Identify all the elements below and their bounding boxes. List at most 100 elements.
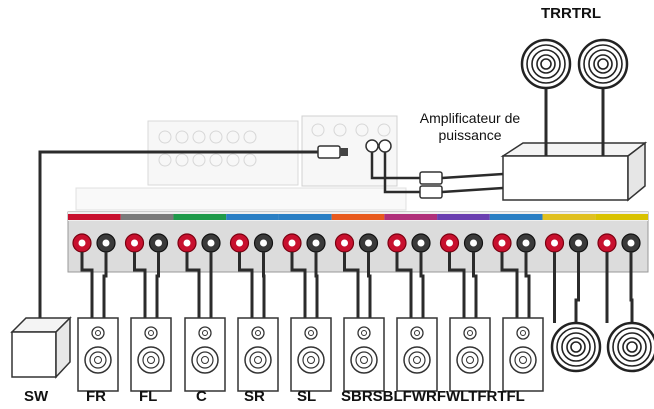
- terminal-hole: [236, 239, 243, 247]
- top-speaker-label: TRRTRL: [541, 5, 601, 22]
- speaker-ring: [626, 341, 638, 353]
- amplifier-label-line2: puissance: [438, 127, 502, 143]
- speaker-wire: [367, 252, 372, 318]
- woofer-center: [254, 356, 262, 364]
- tweeter-center: [467, 330, 473, 336]
- tweeter-center: [148, 330, 154, 336]
- label-fl: FL: [139, 388, 158, 405]
- terminal-hole: [603, 239, 611, 247]
- speaker: [502, 317, 544, 392]
- speaker-wire: [500, 252, 519, 318]
- ceiling-speaker: [520, 38, 572, 90]
- speaker-wire: [133, 252, 147, 318]
- terminal-hole: [393, 239, 401, 247]
- terminal-group-color-band: [384, 214, 438, 220]
- speaker-wire: [419, 252, 425, 318]
- speaker-ring: [540, 58, 552, 70]
- label-fr: FR: [86, 388, 106, 405]
- terminal-hole: [627, 239, 635, 247]
- speaker-wire: [80, 252, 94, 318]
- terminal-group-color-band: [226, 214, 279, 220]
- terminal-hole: [522, 239, 530, 247]
- ceiling-speaker: [550, 321, 602, 373]
- tweeter-center: [95, 330, 101, 336]
- woofer-center: [307, 356, 315, 364]
- terminal-hole: [446, 239, 453, 247]
- terminal-hole: [288, 239, 296, 247]
- terminal-group-color-band: [437, 214, 490, 220]
- speaker-wire: [448, 252, 466, 318]
- woofer-center: [413, 356, 421, 364]
- terminal-hole: [341, 239, 348, 247]
- woofer-center: [201, 356, 209, 364]
- speaker-wire: [238, 252, 254, 318]
- tweeter-center: [308, 330, 314, 336]
- faded-receiver-back: [75, 115, 407, 211]
- tweeter-center: [361, 330, 367, 336]
- speaker-wire: [314, 252, 319, 318]
- tweeter-center: [255, 330, 261, 336]
- terminal-group-color-band: [595, 214, 648, 220]
- terminal-hole: [417, 239, 425, 247]
- terminal-hole: [498, 239, 506, 247]
- woofer-center: [360, 356, 368, 364]
- terminal-hole: [207, 239, 215, 247]
- speaker-wire: [524, 252, 531, 318]
- terminal-hole: [183, 239, 191, 247]
- speaker: [130, 317, 172, 392]
- woofer-center: [147, 356, 155, 364]
- terminal-hole: [102, 239, 110, 247]
- speaker: [290, 317, 332, 392]
- label-group: SBRSBLFWRFWLTFRTFL: [341, 388, 525, 405]
- speaker: [343, 317, 385, 392]
- speaker-wire: [629, 252, 634, 323]
- label-sl: SL: [297, 388, 317, 405]
- speaker-wire: [262, 252, 266, 318]
- speaker-wire: [155, 252, 160, 318]
- speaker-wire: [290, 252, 307, 318]
- subwoofer: [10, 316, 72, 379]
- label-sw: SW: [24, 388, 49, 405]
- terminal-group-color-band: [331, 214, 385, 220]
- terminal-group-color-band: [68, 214, 121, 220]
- speaker-wire: [102, 252, 108, 318]
- woofer-center: [466, 356, 474, 364]
- amplifier-label: Amplificateur de puissance: [400, 110, 540, 144]
- speaker-terminal-panel: [67, 211, 649, 273]
- terminal-hole: [470, 239, 477, 247]
- label-c: C: [196, 388, 207, 405]
- terminal-hole: [551, 239, 558, 247]
- woofer-center: [94, 356, 102, 364]
- terminal-hole: [131, 239, 138, 247]
- ceiling-speaker: [606, 321, 654, 373]
- power-amplifier: [365, 88, 648, 202]
- ceiling-speaker: [577, 38, 629, 90]
- speaker-wire: [395, 252, 413, 318]
- terminal-hole: [78, 239, 86, 247]
- speaker: [184, 317, 226, 392]
- speaker: [396, 317, 438, 392]
- subwoofer-cable: [38, 145, 348, 318]
- speaker-wire: [185, 252, 201, 318]
- terminal-hole: [365, 239, 372, 247]
- terminal-group-color-band: [173, 214, 227, 220]
- terminal-group-color-band: [489, 214, 543, 220]
- speaker-wire: [472, 252, 478, 318]
- amplifier-label-line1: Amplificateur de: [419, 110, 521, 126]
- label-sr: SR: [244, 388, 265, 405]
- terminal-group-color-band: [542, 214, 596, 220]
- speaker: [77, 317, 119, 392]
- woofer-center: [519, 356, 527, 364]
- terminal-hole: [312, 239, 320, 247]
- terminal-hole: [575, 239, 582, 247]
- speaker-ring: [570, 341, 582, 353]
- speaker-ring: [597, 58, 609, 70]
- tweeter-center: [414, 330, 420, 336]
- speaker: [237, 317, 279, 392]
- terminal-group-color-band: [278, 214, 332, 220]
- terminal-group-color-band: [120, 214, 174, 220]
- terminal-hole: [260, 239, 267, 247]
- tweeter-center: [520, 330, 526, 336]
- tweeter-center: [202, 330, 208, 336]
